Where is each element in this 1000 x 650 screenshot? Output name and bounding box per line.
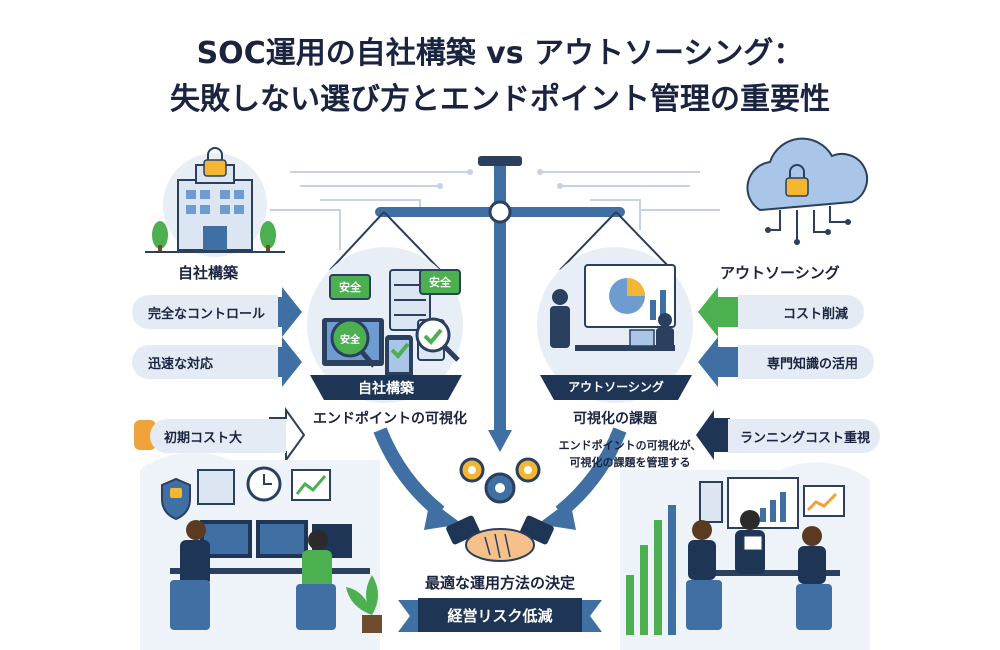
right-arrows [696,287,740,460]
left-scale-pan [307,247,463,403]
office-building-icon [145,147,285,257]
left-pill-control: 完全なコントロール [132,295,278,329]
decision-label: 最適な運用方法の決定 [424,574,575,592]
safe-badge: 安全 [340,335,360,346]
right-note-line2: 可視化の課題を管理する [569,456,691,469]
in-house-team-scene [140,452,382,650]
outsourcing-team-scene [620,462,870,650]
left-pan-banner: 自社構築 [324,378,448,398]
right-pill-running-cost: ランニングコスト重視 [728,419,880,453]
right-scale-pan [537,247,693,403]
right-note-line1: エンドポイントの可視化が、 [558,439,702,452]
safe-badge: 安全 [429,276,451,289]
right-caption: 可視化の課題 [573,411,657,427]
ribbon-label: 経営リスク低減 [447,607,553,625]
page-title-line2: 失敗しない選び方とエンドポイント管理の重要性 [170,82,830,117]
left-heading: 自社構築 [178,264,239,282]
right-pan-banner: アウトソーシング [554,378,678,395]
left-pill-response: 迅速な対応 [132,345,278,379]
left-caption: エンドポイントの可視化 [313,411,467,427]
left-pill-initial-cost: 初期コスト大 [150,419,286,453]
safe-badge: 安全 [339,281,361,294]
gears-icon [459,457,541,504]
ribbon [398,598,602,632]
cloud-lock-icon [746,137,869,245]
handshake-icon [446,515,554,562]
balance-scale-icon [329,156,673,452]
right-heading: アウトソーシング [720,264,840,282]
right-pill-cost-reduction: コスト削減 [738,295,864,329]
page-title-line1: SOC運用の自社構築 vs アウトソーシング： [196,36,804,71]
right-pill-expertise: 専門知識の活用 [738,345,874,379]
